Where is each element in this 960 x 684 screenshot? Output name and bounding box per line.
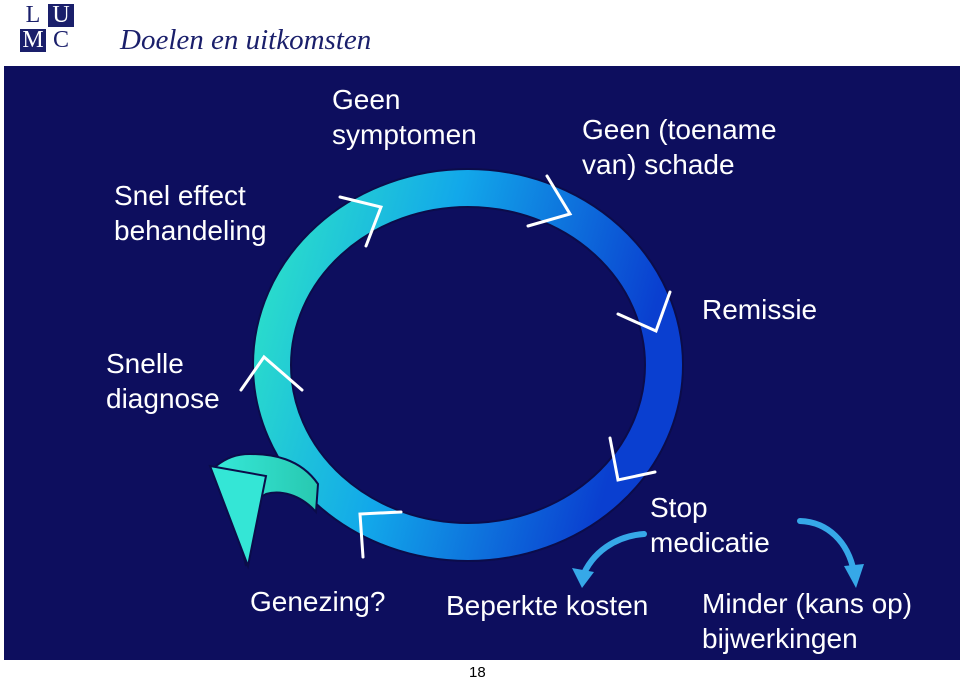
cycle-ring — [254, 170, 682, 560]
label-snel-effect-line1: Snel effect — [114, 180, 246, 211]
label-geen-symptomen-line2: symptomen — [332, 119, 477, 150]
label-geen-symptomen: Geen symptomen — [332, 82, 477, 152]
step-marker-3 — [616, 290, 672, 334]
logo-letter-l: L — [20, 3, 46, 27]
logo-letter-u: U — [48, 3, 74, 27]
treatment-cycle-diagram — [208, 168, 864, 588]
outcome-arrow-right-head — [844, 564, 864, 588]
outcome-arrow-right — [797, 518, 857, 575]
label-geen-schade-line1: Geen (toename — [582, 114, 777, 145]
label-remissie: Remissie — [702, 294, 818, 325]
outcome-arrow-left — [579, 531, 647, 581]
label-snel-effect: Snel effect behandeling — [114, 178, 267, 248]
label-stop-medicatie-line2: medicatie — [650, 527, 770, 558]
label-beperkte-kosten: Beperkte kosten — [446, 590, 649, 621]
label-snelle-diagnose-line2: diagnose — [106, 383, 220, 414]
step-marker-1 — [338, 195, 384, 248]
step-marker-4 — [608, 436, 657, 482]
label-geen-schade: Geen (toename van) schade — [582, 112, 777, 182]
label-stop-medicatie-line1: Stop — [650, 492, 708, 523]
label-geen-symptomen-line1: Geen — [332, 84, 401, 115]
step-marker-2 — [526, 174, 573, 228]
label-snel-effect-line2: behandeling — [114, 215, 267, 246]
step-marker-6 — [239, 354, 304, 392]
label-stop-medicatie: Stop medicatie — [650, 490, 770, 560]
cycle-exit-arrow-head — [208, 464, 268, 570]
label-genezing: Genezing? — [250, 586, 386, 617]
page-number: 18 — [469, 664, 486, 681]
step-marker-5 — [358, 510, 403, 559]
label-minder-bijwerkingen: Minder (kans op) bijwerkingen — [702, 586, 912, 656]
label-minder-bijwerkingen-line1: Minder (kans op) — [702, 588, 913, 619]
label-snelle-diagnose-line1: Snelle — [106, 348, 184, 379]
slide-panel: Snel effect behandeling Geen symptomen G… — [4, 66, 960, 660]
page-title: Doelen en uitkomsten — [120, 24, 372, 56]
label-snelle-diagnose: Snelle diagnose — [106, 346, 220, 416]
logo-letter-c: C — [48, 28, 74, 52]
logo-letter-m: M — [20, 28, 46, 52]
label-geen-schade-line2: van) schade — [582, 149, 735, 180]
lumc-logo: L U M C — [20, 3, 76, 54]
label-minder-bijwerkingen-line2: bijwerkingen — [702, 623, 858, 654]
outcome-arrow-left-head — [572, 568, 594, 588]
